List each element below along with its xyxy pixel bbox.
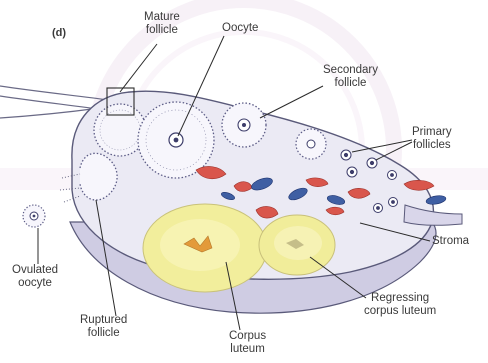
corpus-luteum <box>143 204 267 292</box>
label-oocyte: Oocyte <box>222 22 258 35</box>
label-secondary-follicle: Secondary follicle <box>323 64 378 90</box>
label-ovulated-oocyte: Ovulated oocyte <box>12 264 58 290</box>
ovulated-oocyte <box>23 205 45 227</box>
label-stroma: Stroma <box>432 235 469 248</box>
label-ruptured-follicle: Ruptured follicle <box>80 314 127 340</box>
label-corpus-luteum: Corpus luteum <box>229 330 266 356</box>
regressing-corpus-luteum <box>259 215 335 275</box>
label-primary-follicles: Primary follicles <box>412 126 452 152</box>
small-follicle <box>296 129 326 159</box>
follicle-with-oocyte <box>138 102 214 178</box>
panel-id: (d) <box>52 27 66 40</box>
label-regressing-corpus-luteum: Regressing corpus luteum <box>364 292 436 318</box>
secondary-follicle <box>222 103 266 147</box>
mature-follicle <box>94 104 146 156</box>
label-mature-follicle: Mature follicle <box>144 11 180 37</box>
